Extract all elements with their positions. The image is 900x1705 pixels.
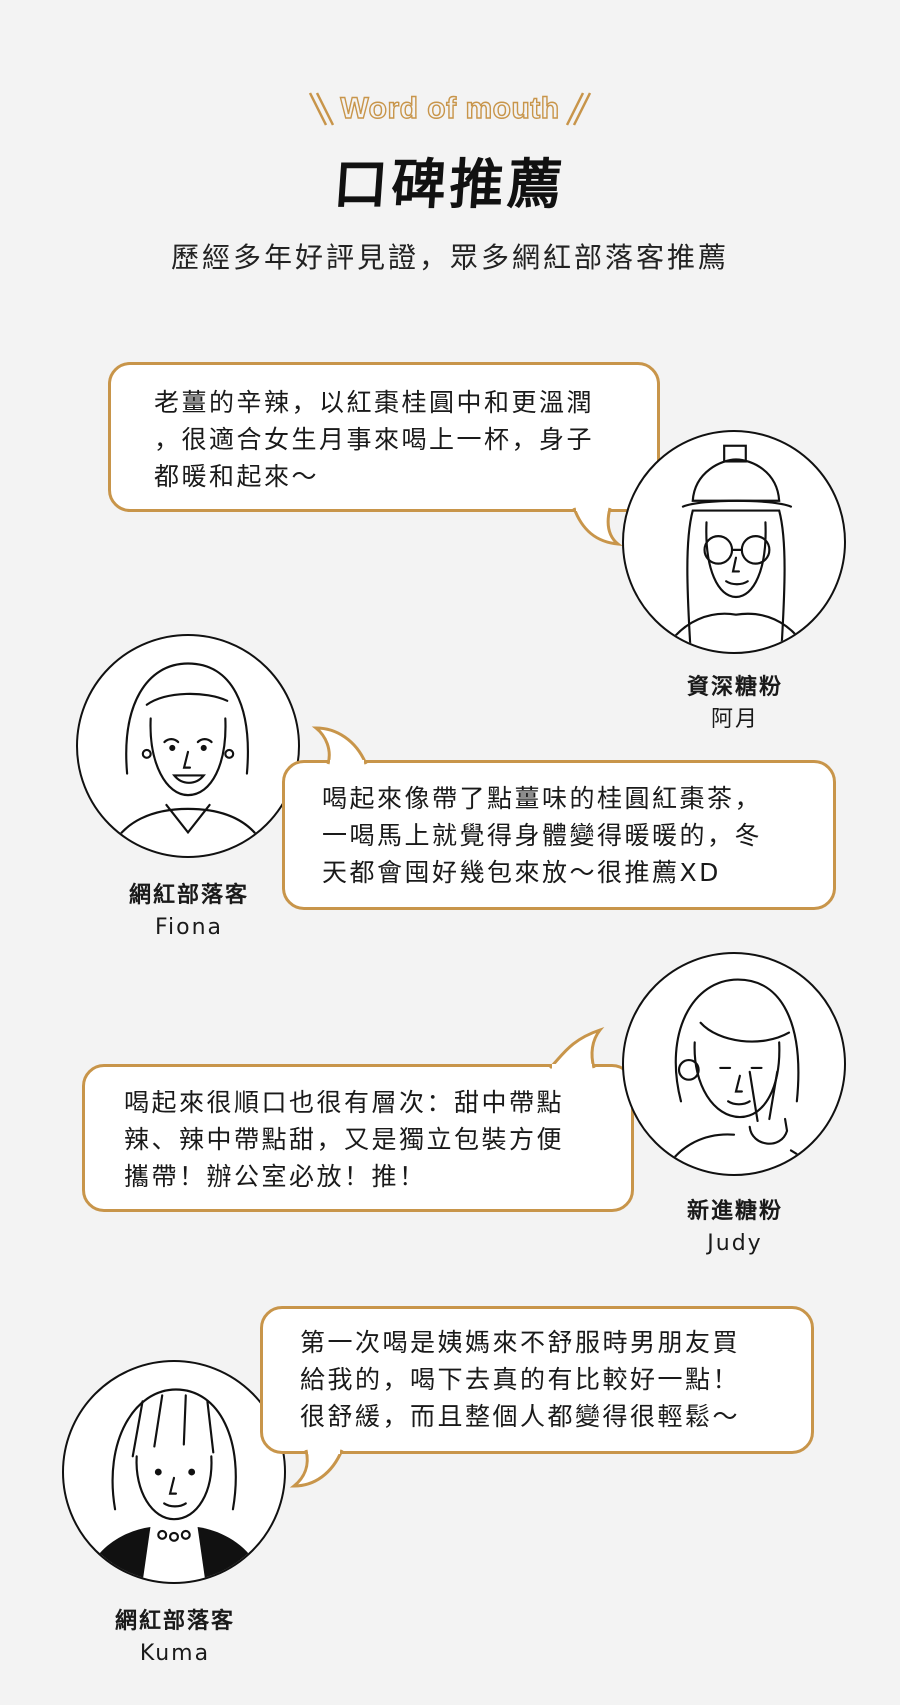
reviewer-handle: Kuma (139, 1641, 211, 1666)
testimonial-quote: 喝起來很順口也很有層次：甜中帶點 辣、辣中帶點甜，又是獨立包裝方便 攜帶！辦公室… (124, 1088, 565, 1191)
reviewer-handle: 阿月 (710, 707, 759, 732)
reviewer-handle: Fiona (154, 915, 224, 940)
bubble-tail-icon (572, 507, 623, 546)
reviewer-role: 資深糖粉 (686, 675, 783, 700)
reviewer-handle: Judy (707, 1231, 763, 1256)
reviewer-role: 網紅部落客 (114, 1609, 235, 1634)
reviewer-role: 網紅部落客 (128, 883, 249, 908)
reviewer-name: 新進糖粉 Judy (640, 1196, 830, 1260)
testimonial-quote: 老薑的辛辣，以紅棗桂圓中和更溫潤 ，很適合女生月事來喝上一杯，身子 都暖和起來～ (154, 388, 595, 491)
smiling-woman-with-earrings-icon (76, 634, 300, 858)
left-slash-icon (309, 92, 335, 126)
reviewer-role: 新進糖粉 (686, 1199, 783, 1224)
girl-with-cap-and-glasses-icon (622, 430, 846, 654)
testimonial-quote: 喝起來像帶了點薑味的桂圓紅棗茶， 一喝馬上就覺得身體變得暖暖的，冬 天都會囤好幾… (322, 784, 763, 887)
right-slash-icon (565, 92, 591, 126)
reviewer-name: 網紅部落客 Fiona (94, 880, 284, 944)
testimonial-bubble (260, 1306, 814, 1454)
woman-peace-sign-icon (622, 952, 846, 1176)
reviewer-name: 網紅部落客 Kuma (80, 1606, 270, 1670)
testimonial-bubble (108, 362, 660, 512)
bubble-tail-icon (289, 1449, 344, 1488)
short-hair-woman-necklace-icon (62, 1360, 286, 1584)
page-title: 口碑推薦 (331, 153, 568, 216)
reviewer-name: 資深糖粉 阿月 (640, 672, 830, 736)
eyebrow-text: Word of mouth (340, 91, 560, 125)
bubble-tail-icon (311, 726, 368, 766)
page-subtitle: 歷經多年好評見證，眾多網紅部落客推薦 (170, 241, 729, 274)
testimonial-quote: 第一次喝是姨媽來不舒服時男朋友買 給我的，喝下去真的有比較好一點！ 很舒緩，而且… (300, 1328, 741, 1431)
testimonial-bubble (282, 760, 836, 910)
testimonial-bubble (82, 1064, 634, 1212)
bubble-tail-icon (548, 1026, 605, 1070)
section-eyebrow: Word of mouth (0, 84, 900, 134)
